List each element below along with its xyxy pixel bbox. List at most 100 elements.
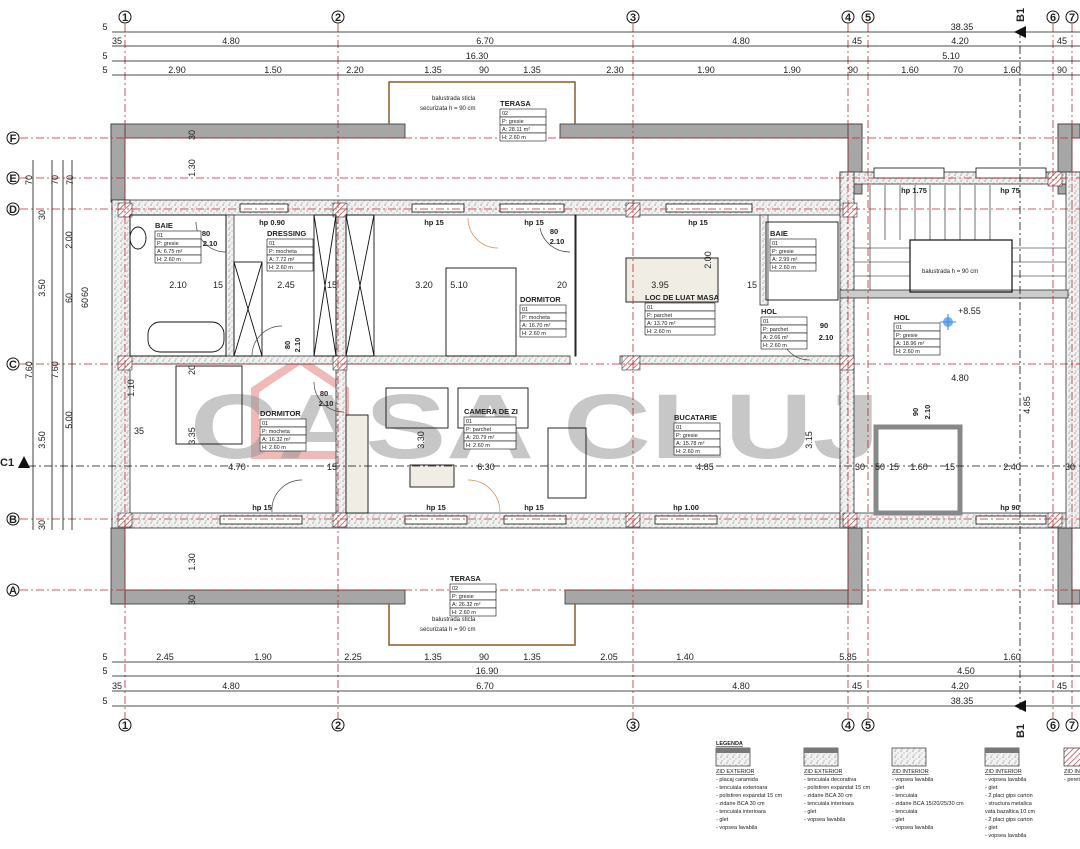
legend-swatch-band	[716, 748, 750, 753]
room-code: 01	[522, 307, 528, 313]
room-area: A: 28.11 m²	[502, 127, 530, 133]
room-name: LOC DE LUAT MASA	[645, 293, 720, 302]
level-label: +8.55	[958, 306, 981, 316]
dimension-label: 7.60	[24, 361, 34, 379]
grid-axis-label: E	[9, 173, 16, 185]
dimension-label: 1.60	[1003, 652, 1021, 662]
legend-item: - glet	[892, 817, 905, 823]
room-name: CAMERA DE ZI	[464, 407, 518, 416]
legend-item: - polistiren expandat 15 cm	[804, 785, 870, 791]
dimension-label: 45	[1057, 681, 1067, 691]
room-height: H: 2.60 m	[676, 449, 700, 455]
legend-item: - vopsea lavabila	[985, 777, 1027, 783]
dimension-label: 45	[1057, 36, 1067, 46]
room-name: DORMITOR	[520, 295, 561, 304]
room-floor: P: gresie	[157, 241, 179, 247]
grid-bubble	[6, 357, 20, 371]
room-area: A: 16.32 m²	[262, 437, 291, 443]
legend-item: - structura metalica	[985, 801, 1033, 807]
dimension-label: 16.30	[466, 51, 489, 61]
balustrade-note: securizata h = 90 cm	[420, 106, 476, 112]
dimension-label: 90	[848, 65, 858, 75]
grid-axis-label: 7	[1069, 12, 1075, 24]
interior-dimension: 4.85	[1022, 396, 1032, 414]
room-floor: P: gresie	[676, 433, 698, 439]
interior-dimension: 15	[213, 280, 223, 290]
legend-column-title: ZID EXTERIOR	[716, 769, 755, 775]
balustrade-note: balustrada sticla	[432, 96, 476, 102]
door-dimension-label: 80	[283, 341, 292, 349]
legend-item: - vopsea lavabila	[804, 817, 846, 823]
interior-dimension: 30	[855, 462, 865, 472]
room-name: HOL	[761, 307, 777, 316]
dimension-label: 1.40	[676, 652, 694, 662]
room-name: BAIE	[155, 221, 173, 230]
dimension-label: 1.35	[424, 652, 442, 662]
room-height: H: 2.60 m	[452, 610, 476, 616]
room-height: H: 2.60 m	[772, 265, 796, 271]
interior-dimension: 15	[747, 280, 757, 290]
dimension-label: 1.90	[697, 65, 715, 75]
stair-balustrade-note: balustrada h = 90 cm	[922, 269, 978, 275]
legend-item: - polistiren expandat 15 cm	[716, 793, 782, 799]
interior-dimension: 2.45	[277, 280, 295, 290]
legend-item: - vopsea lavabila	[892, 825, 934, 831]
legend-item: - glet	[804, 809, 817, 815]
grid-bubble	[6, 131, 20, 145]
room-height: H: 2.60 m	[522, 331, 546, 337]
dimension-label: 4.80	[732, 36, 750, 46]
grid-axis-label: 4	[845, 12, 852, 24]
section-arrow-icon	[18, 456, 30, 468]
window-label: hp 15	[426, 503, 446, 512]
room-name: BUCATARIE	[674, 413, 717, 422]
grid-axis-label: A	[9, 585, 17, 597]
room-floor: P: gresie	[772, 249, 794, 255]
interior-dimension: 3.95	[651, 280, 669, 290]
room-tag-cell	[463, 440, 517, 450]
grid-bubble	[626, 10, 640, 24]
room-code: 01	[466, 419, 472, 425]
door-dimension-label: 90	[820, 321, 828, 330]
legend-item: - tencuiala	[892, 809, 918, 815]
window-label: hp 1.00	[673, 503, 699, 512]
room-area: A: 26.32 m²	[452, 602, 481, 608]
dimension-label: 2.90	[168, 65, 186, 75]
grid-bubble	[6, 202, 20, 216]
dimension-label: 4.20	[951, 681, 969, 691]
room-area: A: 2.99 m²	[772, 257, 798, 263]
room-floor: P: gresie	[896, 333, 918, 339]
dimension-label: 45	[852, 681, 862, 691]
grid-bubble	[841, 718, 855, 732]
room-area: A: 6.75 m²	[157, 249, 183, 255]
door-dimension-label: 80	[202, 229, 210, 238]
legend-item: - zidarie BCA 15/20/25/30 cm	[892, 801, 964, 807]
grid-bubble	[626, 718, 640, 732]
dimension-label: 38.35	[951, 22, 974, 32]
legend-swatch	[1063, 747, 1080, 767]
legend-item: - 2 placi gips carton	[985, 817, 1033, 823]
dimension-label: 30	[37, 520, 47, 530]
window-label: hp 0.90	[259, 218, 285, 227]
legend-item: - perete	[1064, 777, 1080, 783]
interior-dimension: 30	[1065, 462, 1075, 472]
room-floor: P: parchet	[647, 313, 673, 319]
dimension-label: 5	[102, 666, 107, 676]
grid-axis-label: 7	[1069, 720, 1075, 732]
interior-dimension: 1.30	[187, 159, 197, 177]
door-dimension-label: 80	[320, 389, 328, 398]
room-height: H: 2.60 m	[157, 257, 181, 263]
room-floor: P: mocheta	[522, 315, 551, 321]
room-name: DORMITOR	[260, 409, 301, 418]
dimension-label: 5	[102, 51, 107, 61]
